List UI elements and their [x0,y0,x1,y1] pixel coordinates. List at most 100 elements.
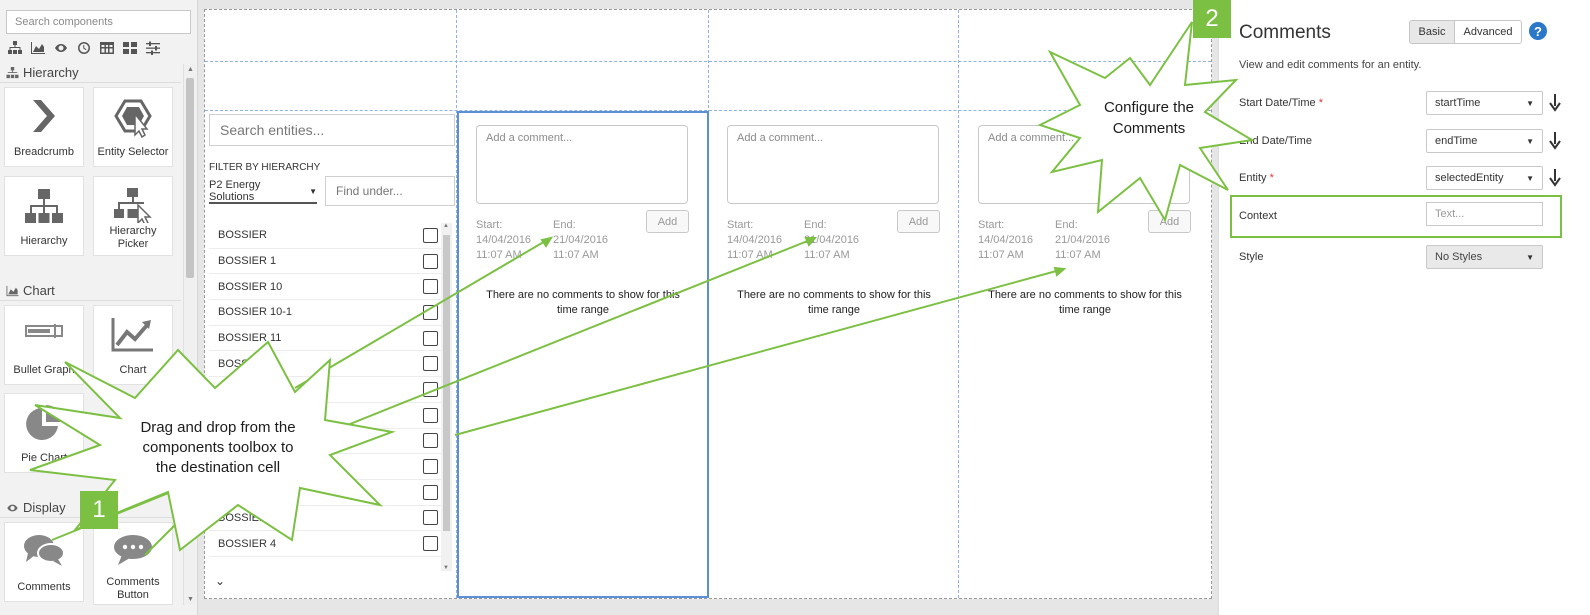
sliders-icon[interactable] [144,40,161,56]
bullet-graph-icon [25,324,63,338]
entity-select[interactable]: selectedEntity▼ [1426,166,1543,190]
add-comment-button[interactable]: Add [1148,210,1191,233]
step-number: 2 [1193,0,1231,38]
comments-button-icon [114,535,152,565]
section-label: Display [23,500,66,515]
checkbox[interactable] [423,356,438,372]
checkbox[interactable] [423,433,438,449]
hierarchy-dropdown[interactable]: P2 Energy Solutions ▼ [209,179,317,204]
checkbox[interactable] [423,484,438,500]
checkbox[interactable] [423,304,438,320]
checkbox[interactable] [423,407,438,423]
end-date: 21/04/2016 [1055,234,1111,246]
tile-comments[interactable]: Comments [4,522,84,602]
tile-bullet-graph[interactable]: Bullet Graph [4,305,84,385]
start-datetime-select[interactable]: startTime▼ [1426,91,1543,115]
list-item[interactable]: BOSSIER 1 [209,351,442,378]
tile-pie-chart[interactable]: Pie Chart [4,393,84,473]
scroll-down-icon[interactable]: ▼ [187,596,194,603]
dashboard-canvas: FILTER BY HIERARCHY P2 Energy Solutions … [204,9,1212,599]
area-chart-icon[interactable] [29,40,46,56]
clock-icon[interactable] [75,40,92,56]
checkbox[interactable] [423,227,438,243]
list-item[interactable]: BOSSIER 1 [209,249,442,275]
search-components-input[interactable] [6,10,191,34]
eye-icon[interactable] [52,40,69,56]
checkbox[interactable] [423,330,438,346]
hierarchy-picker-icon [114,188,152,223]
list-item[interactable]: BOSSIER 3 [209,480,442,506]
start-datetime-label: Start Date/Time * [1239,97,1323,109]
checkbox[interactable] [423,510,438,526]
tile-hierarchy[interactable]: Hierarchy [4,176,84,256]
tile-hierarchy-picker[interactable]: Hierarchy Picker [93,176,173,256]
tile-entity-selector[interactable]: Entity Selector [93,87,173,167]
binding-arrow-icon[interactable] [1549,131,1561,151]
end-time: 11:07 AM [1055,249,1101,261]
section-chart-header[interactable]: Chart [0,281,181,301]
list-item[interactable]: BOSSIER 10 [209,274,442,301]
scrollbar-thumb[interactable] [186,78,194,278]
help-icon[interactable]: ? [1529,22,1547,40]
scroll-down-icon[interactable]: ▼ [443,565,449,571]
tile-label: Entity Selector [97,146,169,158]
hierarchy-icon[interactable] [6,40,23,56]
section-hierarchy-header[interactable]: Hierarchy [0,63,181,83]
add-comment-button[interactable]: Add [646,210,689,233]
tab-advanced[interactable]: Advanced [1454,20,1522,44]
checkbox[interactable] [423,536,438,552]
section-label: Chart [23,283,55,298]
entity-list-scrollbar[interactable]: ▲ ▼ [441,223,452,571]
callout-line: the destination cell [155,459,281,476]
checkbox[interactable] [423,381,438,397]
hierarchy-value: P2 Energy Solutions [209,179,261,203]
binding-arrow-icon[interactable] [1549,168,1561,188]
entity-name: BOSSIER 10-1 [218,306,292,319]
table-icon[interactable] [98,40,115,56]
scroll-up-icon[interactable]: ▲ [443,223,449,229]
tiles-icon[interactable] [121,40,138,56]
search-entities-input[interactable] [209,114,455,146]
scroll-up-icon[interactable]: ▲ [187,66,194,73]
list-item[interactable]: BOSSIER [209,223,442,249]
add-comment-button[interactable]: Add [897,210,940,233]
style-select[interactable]: No Styles▼ [1426,245,1543,269]
tile-chart[interactable]: Chart [93,305,173,385]
list-item[interactable]: BOSSIER 4 [209,531,442,557]
checkbox[interactable] [423,279,438,295]
comment-textarea[interactable]: Add a comment... [727,125,939,204]
caret-down-icon: ▼ [1526,98,1534,108]
tile-comments-button[interactable]: Comments Button [93,522,173,605]
find-under-input[interactable] [325,176,455,206]
checkbox[interactable] [423,459,438,475]
list-item[interactable]: BOSSIER 3-1 [209,506,442,532]
checkbox[interactable] [423,253,438,269]
tile-label: Hierarchy Picker [109,225,157,250]
list-item[interactable]: BOSSIER 10-1 [209,300,442,326]
empty-message: There are no comments to show for this t… [988,289,1182,316]
list-item[interactable]: BOSSIER [209,377,442,403]
chevron-down-icon[interactable]: ⌄ [215,574,226,588]
entity-name: BOSSIER [218,229,267,242]
tile-label: Breadcrumb [14,146,74,158]
select-value: selectedEntity [1435,172,1504,184]
end-label: End: [804,219,827,231]
filter-by-hierarchy-label: FILTER BY HIERARCHY [209,162,321,173]
empty-message: There are no comments to show for this t… [737,289,931,316]
tab-basic[interactable]: Basic [1409,20,1455,44]
context-input[interactable] [1426,202,1543,226]
callout-line: Configure the [1103,99,1195,116]
line-chart-icon [111,318,153,352]
toolbox-scrollbar[interactable]: ▲ ▼ [183,64,196,605]
binding-arrow-icon[interactable] [1549,93,1561,113]
scrollbar-thumb[interactable] [443,235,450,531]
entity-name: BOSSIER 1 [218,357,277,370]
tile-breadcrumb[interactable]: Breadcrumb [4,87,84,167]
end-datetime-select[interactable]: endTime▼ [1426,129,1543,153]
comment-textarea[interactable]: Add a comment... [476,125,688,204]
list-item[interactable]: BOSSIER 11 [209,326,442,352]
end-label: End: [1055,219,1078,231]
